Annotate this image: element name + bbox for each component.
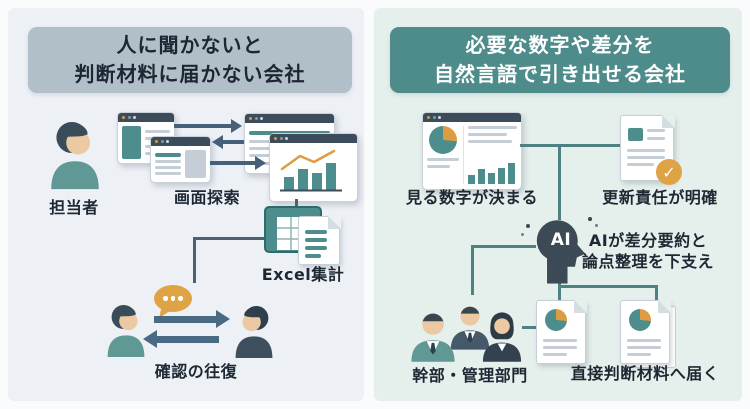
person-suit-icon <box>450 306 490 350</box>
management-label: 幹部・管理部門 <box>412 366 528 385</box>
left-panel: 人に聞かないと 判断材料に届かない会社 担当者 <box>8 8 364 401</box>
speech-bubble-icon <box>154 285 192 312</box>
person-woman-icon <box>482 312 522 362</box>
ai-caption-line1: AIが差分要約と <box>588 231 708 250</box>
sparkle-icon <box>588 217 592 221</box>
pie-chart-icon <box>629 309 651 331</box>
connector-down-people <box>193 237 196 283</box>
direct-label: 直接判断材料へ届く <box>570 364 720 383</box>
check-document-icon: ✓ <box>620 114 682 185</box>
pie-chart-icon <box>429 126 458 154</box>
screens-label: 画面探索 <box>173 188 240 207</box>
connector-excel-left <box>193 237 266 240</box>
connector-dashboard-doc <box>520 144 620 147</box>
person-icon <box>51 122 99 190</box>
connector-people-doc <box>522 326 537 329</box>
ai-caption: AIが差分要約と 論点整理を下支え <box>574 230 722 272</box>
arrow-right-icon <box>174 119 242 133</box>
window-titlebar <box>270 134 357 143</box>
bar-chart-icon <box>468 162 517 184</box>
connector-ai-left <box>471 245 536 248</box>
right-title-line2: 自然言語で引き出せる会社 <box>434 62 686 86</box>
left-panel-title: 人に聞かないと 判断材料に届かない会社 <box>28 27 352 93</box>
window-titlebar <box>423 113 521 122</box>
pie-chart-icon <box>545 309 567 331</box>
window-titlebar <box>151 137 210 146</box>
window-titlebar <box>118 113 174 122</box>
dashboard-label: 見る数字が決まる <box>405 188 538 207</box>
person-label: 担当者 <box>49 198 99 217</box>
connector-down-doc2 <box>655 285 658 302</box>
pie-document-icon <box>536 299 587 364</box>
connector-branch-right <box>558 285 658 288</box>
arrow-left-icon <box>143 330 219 348</box>
arrow-right-icon <box>210 156 266 170</box>
update-label: 更新責任が明確 <box>602 188 718 207</box>
check-icon: ✓ <box>656 159 682 185</box>
ai-caption-line2: 論点整理を下支え <box>581 252 714 271</box>
dashboard-icon <box>422 112 522 190</box>
left-title-line1: 人に聞かないと <box>116 33 264 57</box>
right-panel: 必要な数字や差分を 自然言語で引き出せる会社 <box>374 8 742 401</box>
right-title-line1: 必要な数字や差分を <box>465 33 655 57</box>
connector-ai-doc1 <box>558 280 561 302</box>
window-titlebar <box>245 114 334 123</box>
ai-head-icon <box>536 220 586 284</box>
right-panel-title: 必要な数字や差分を 自然言語で引き出せる会社 <box>390 27 730 93</box>
bar-line-chart-icon <box>280 149 342 192</box>
confirm-label: 確認の往復 <box>154 362 238 381</box>
sparkle-icon <box>526 224 530 228</box>
sparkle-icon <box>521 233 524 236</box>
pie-document-stack <box>620 299 676 368</box>
excel-label: Excel集計 <box>261 265 345 284</box>
sparkle-icon <box>595 224 598 227</box>
document-icon <box>298 215 341 265</box>
person-icon <box>107 305 145 357</box>
ai-badge: AI <box>550 230 572 250</box>
person-suit-icon <box>411 313 455 362</box>
browser-window-icon <box>150 136 211 183</box>
person-icon <box>235 306 273 358</box>
chart-window-icon <box>269 133 358 202</box>
left-title-line2: 判断材料に届かない会社 <box>74 62 306 86</box>
connector-down-management <box>471 245 474 295</box>
arrow-right-icon <box>154 310 230 328</box>
arrow-left-icon <box>212 135 244 149</box>
connector-down-ai <box>558 144 561 220</box>
